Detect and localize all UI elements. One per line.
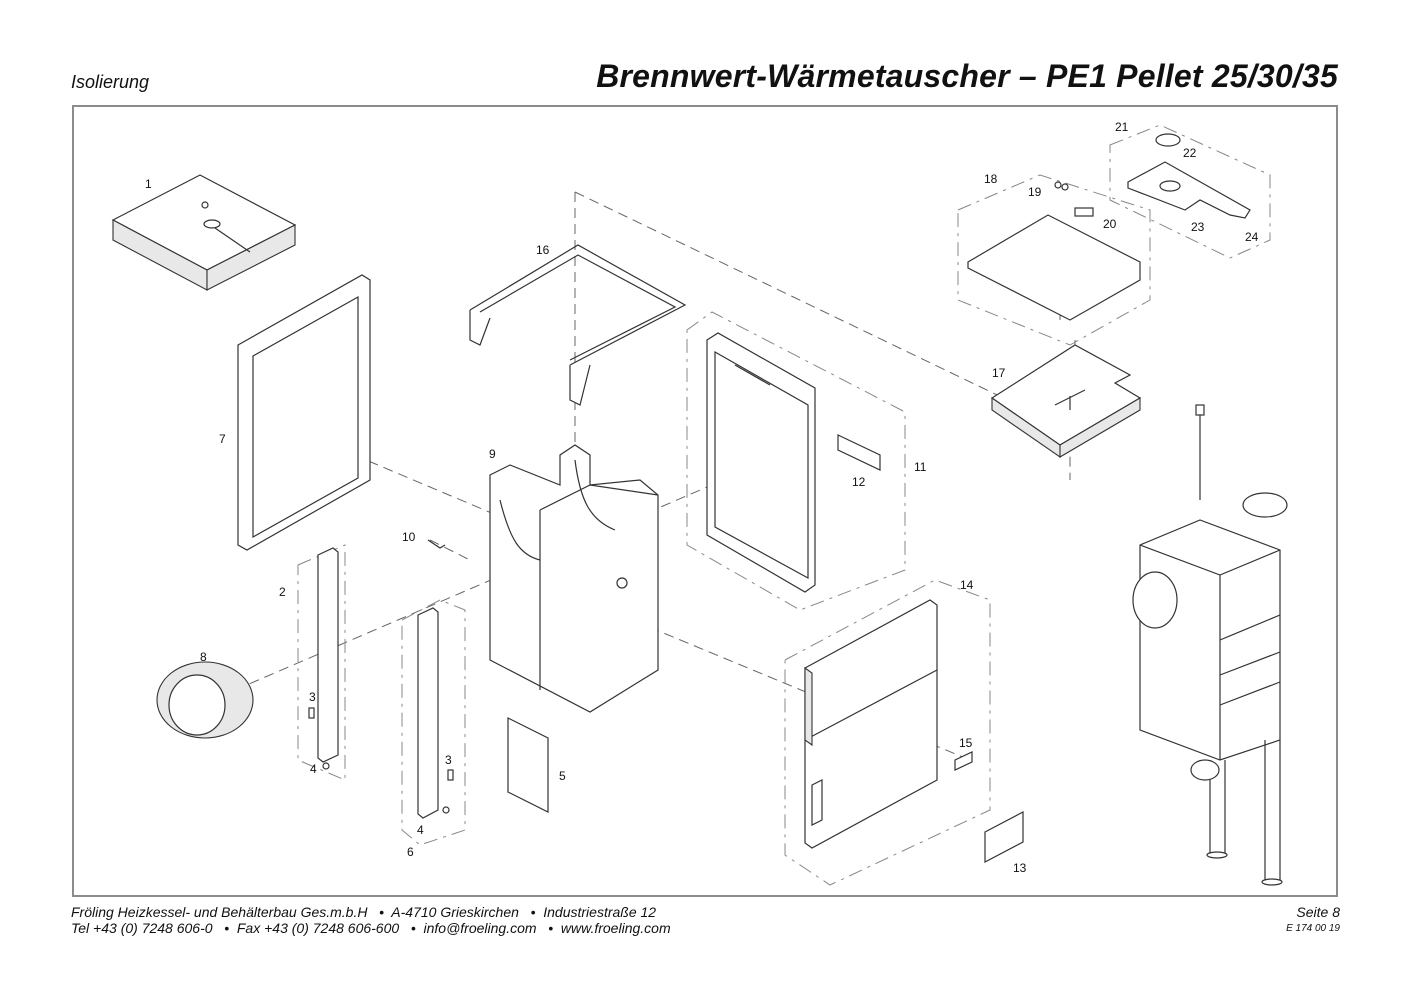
part-1-top-insulation <box>111 174 297 291</box>
label-part-17: 17 <box>992 366 1006 380</box>
label-part-11: 11 <box>914 460 927 474</box>
heat-exchanger-unit <box>1132 404 1288 886</box>
footer-contact: Tel +43 (0) 7248 606-0 • Fax +43 (0) 724… <box>71 920 671 936</box>
part-17-insulation <box>990 344 1142 459</box>
part-6-rail <box>417 607 454 819</box>
document-number: E 174 00 19 <box>1286 923 1340 934</box>
part-21-cover <box>1127 133 1251 219</box>
label-part-21: 21 <box>1115 120 1129 134</box>
label-part-1: 1 <box>145 177 152 191</box>
label-part-8: 8 <box>200 650 207 664</box>
label-part-12: 12 <box>852 475 866 489</box>
part-labels: 1 2 3 3 4 4 5 6 7 8 9 10 11 12 13 14 15 … <box>145 120 1259 875</box>
label-part-16: 16 <box>536 243 550 257</box>
label-part-6: 6 <box>407 845 414 859</box>
part-9-body-insulation <box>489 444 659 713</box>
part-5-cover-plate <box>507 717 549 813</box>
label-part-13: 13 <box>1013 861 1027 875</box>
label-part-7: 7 <box>219 432 226 446</box>
label-part-14: 14 <box>960 578 974 592</box>
label-part-5: 5 <box>559 769 566 783</box>
label-part-24: 24 <box>1245 230 1259 244</box>
page-number: Seite 8 <box>1296 904 1340 920</box>
part-18-plate <box>967 181 1141 321</box>
part-14-door <box>804 599 973 849</box>
part-13-cover-plate <box>984 811 1024 863</box>
section-title: Isolierung <box>71 72 150 92</box>
part-10-clip <box>427 539 446 549</box>
footer-address: Fröling Heizkessel- und Behälterbau Ges.… <box>71 904 657 920</box>
label-part-10: 10 <box>402 530 416 544</box>
label-part-2: 2 <box>279 585 286 599</box>
label-part-4a: 4 <box>310 762 317 776</box>
label-part-20: 20 <box>1103 217 1117 231</box>
label-part-4b: 4 <box>417 823 424 837</box>
part-2-rail <box>308 547 339 770</box>
label-part-9: 9 <box>489 447 496 461</box>
label-part-3a: 3 <box>309 690 316 704</box>
page-title: Brennwert-Wärmetauscher – PE1 Pellet 25/… <box>596 58 1338 94</box>
part-16-bracket <box>469 244 687 406</box>
label-part-23: 23 <box>1191 220 1205 234</box>
part-11-door-frame <box>706 332 881 593</box>
label-part-19: 19 <box>1028 185 1042 199</box>
part-8-insulation-ring <box>156 661 254 739</box>
part-7-frame <box>237 274 371 551</box>
label-part-3b: 3 <box>445 753 452 767</box>
label-part-18: 18 <box>984 172 998 186</box>
label-part-15: 15 <box>959 736 973 750</box>
label-part-22: 22 <box>1183 146 1197 160</box>
drawing-frame <box>72 105 1338 897</box>
